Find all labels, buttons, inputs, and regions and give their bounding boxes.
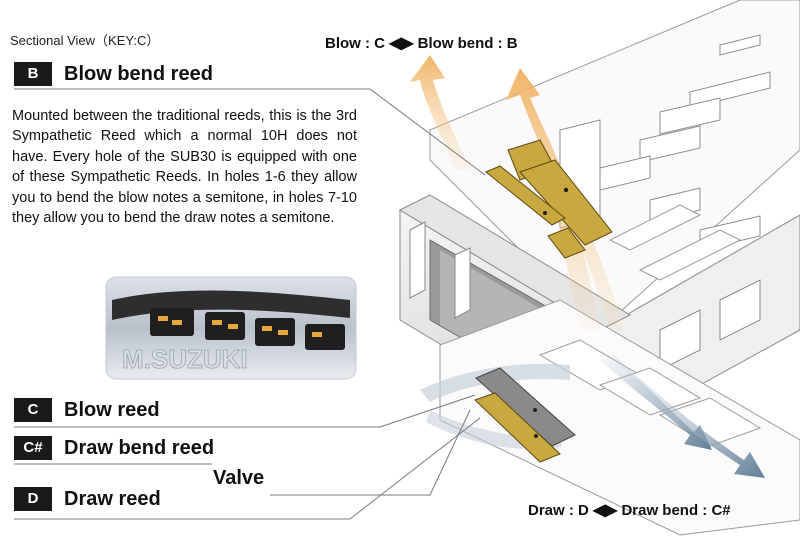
draw-bend-note-text: Draw bend : C# (621, 502, 731, 519)
section-title: Sectional View（KEY:C） (10, 33, 160, 48)
key-badge-d: D (14, 487, 52, 511)
double-arrow-icon: ◀▶ (389, 35, 414, 52)
draw-note-text: Draw : D (528, 502, 589, 519)
blow-bend-reed-label: Blow bend reed (64, 62, 213, 85)
valve-label: Valve (213, 467, 265, 489)
blow-caption: Blow : C◀▶Blow bend : B (325, 33, 518, 53)
legend-row-c: C Blow reed (14, 398, 160, 422)
reed-photo: M.SUZUKI (105, 276, 357, 380)
key-badge-b: B (14, 62, 52, 86)
legend-row-d: D Draw reed (14, 487, 161, 511)
draw-bend-reed (474, 392, 561, 463)
blow-note-text: Blow : C (325, 35, 385, 52)
blow-reed-label: Blow reed (64, 398, 160, 421)
blow-bend-reed (507, 139, 613, 246)
leader-lines (14, 88, 486, 520)
double-arrow-icon: ◀▶ (592, 502, 618, 519)
draw-reed-label: Draw reed (64, 487, 161, 510)
legend-row-c-sharp: C# Draw bend reed (14, 436, 214, 460)
key-badge-c: C (14, 398, 52, 422)
legend-row-b: B Blow bend reed (14, 62, 213, 86)
sympathetic-reed-description: Mounted between the traditional reeds, t… (12, 108, 357, 227)
blow-bend-note-text: Blow bend : B (417, 35, 518, 52)
draw-bend-reed-label: Draw bend reed (64, 436, 215, 459)
photo-brand-text: M.SUZUKI (122, 344, 248, 374)
key-badge-c-sharp: C# (14, 436, 52, 460)
draw-caption: Draw : D◀▶Draw bend : C# (528, 500, 731, 520)
blow-reed (485, 165, 586, 259)
